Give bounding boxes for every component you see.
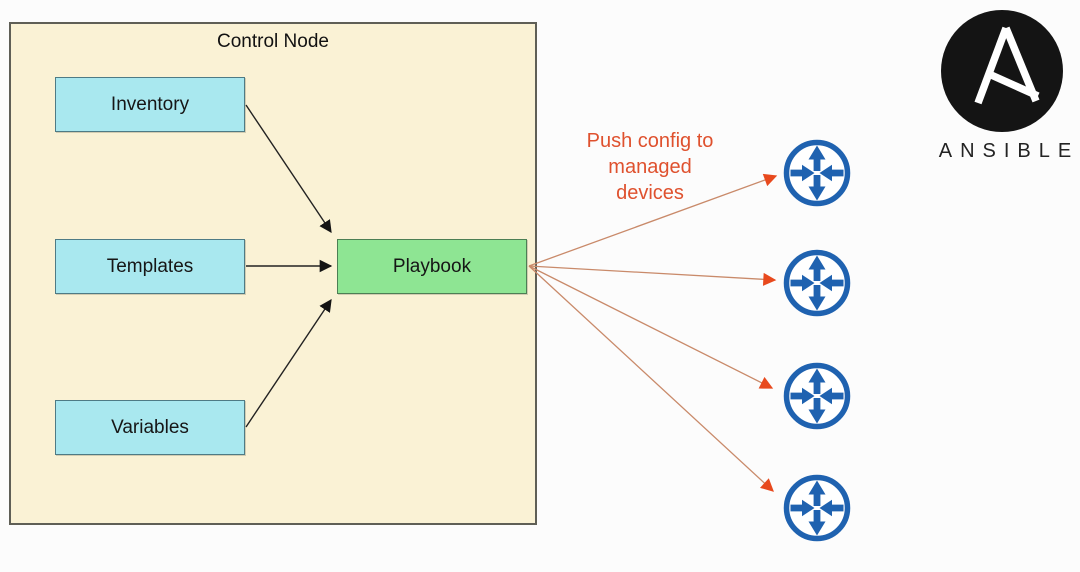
router-icon <box>782 248 852 318</box>
router-icon <box>782 473 852 543</box>
connector-playbook-device-3 <box>528 265 774 389</box>
push-config-line-1: Push config to <box>586 130 714 152</box>
variables-label: Variables <box>111 416 189 438</box>
variables-box: Variables <box>55 400 245 455</box>
router-icon <box>782 138 852 208</box>
inventory-label: Inventory <box>110 93 190 115</box>
ansible-logo-icon <box>941 10 1063 132</box>
templates-label: Templates <box>106 255 194 277</box>
push-config-annotation: Push config to managed devices <box>560 128 740 206</box>
playbook-label: Playbook <box>392 255 472 277</box>
ansible-wordmark: ANSIBLE <box>938 140 1080 162</box>
control-node-title: Control Node <box>217 31 329 52</box>
playbook-box: Playbook <box>337 239 527 294</box>
templates-box: Templates <box>55 239 245 294</box>
push-config-line-2: managed <box>608 156 692 178</box>
push-config-line-3: devices <box>616 182 684 204</box>
connector-playbook-device-2 <box>528 265 777 286</box>
inventory-box: Inventory <box>55 77 245 132</box>
connector-playbook-device-4 <box>528 265 774 492</box>
router-icon <box>782 361 852 431</box>
